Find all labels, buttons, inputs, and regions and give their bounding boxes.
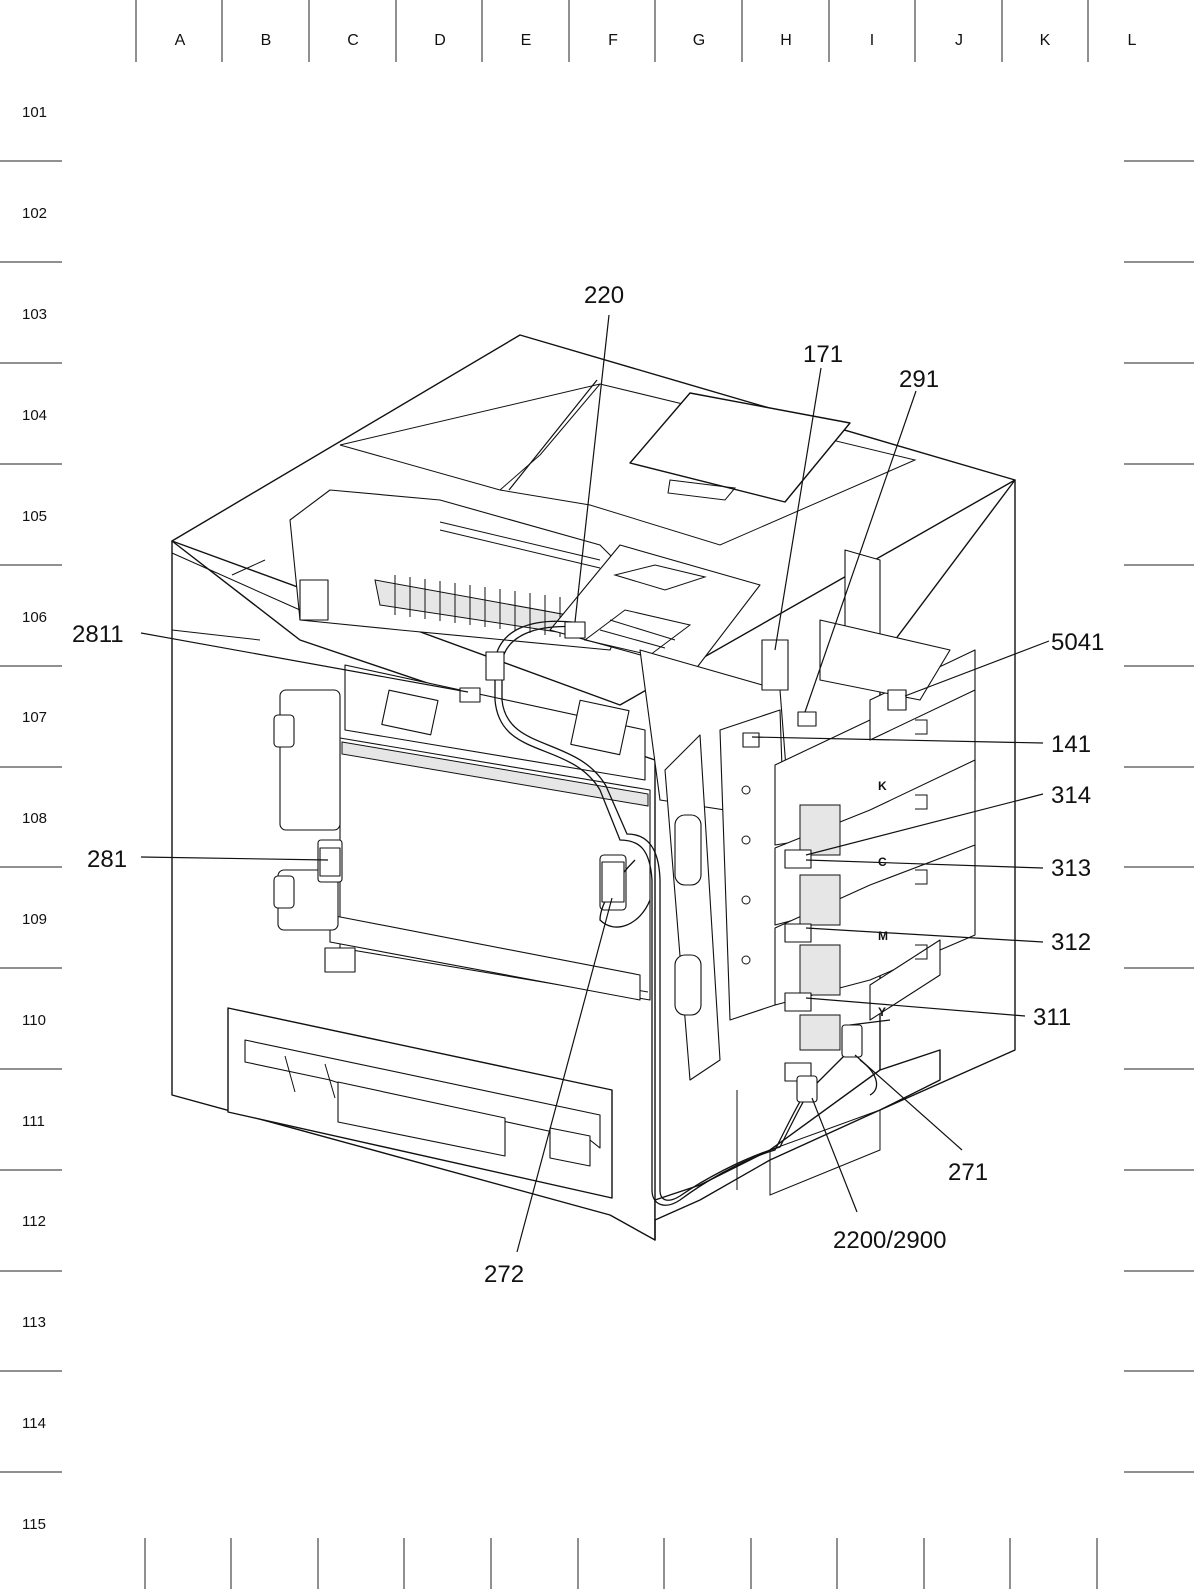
column-label-f: F	[608, 32, 618, 49]
callout-2811: 2811	[72, 621, 124, 648]
callout-281: 281	[87, 846, 127, 873]
callout-271: 271	[948, 1159, 988, 1186]
row-label-105: 105	[22, 508, 47, 525]
leader-lines	[140, 314, 1050, 1253]
part-220-connector	[564, 621, 586, 639]
column-label-j: J	[955, 32, 963, 49]
part-5041-sensor	[887, 689, 907, 711]
part-272-connector	[601, 861, 625, 903]
column-label-a: A	[175, 32, 186, 49]
row-label-112: 112	[22, 1213, 46, 1230]
column-label-h: H	[780, 32, 792, 49]
callout-272: 272	[484, 1261, 524, 1288]
column-label-d: D	[434, 32, 446, 49]
printer-illustration: K C M Y	[171, 334, 1016, 1241]
column-label-i: I	[870, 32, 874, 49]
row-label-114: 114	[22, 1415, 46, 1432]
row-label-110: 110	[22, 1012, 46, 1029]
callout-312: 312	[1051, 929, 1091, 956]
column-label-k: K	[1040, 32, 1051, 49]
callout-5041: 5041	[1051, 629, 1104, 656]
row-label-106: 106	[22, 609, 47, 626]
part-2811-connector	[459, 687, 481, 703]
row-label-111: 111	[22, 1113, 45, 1130]
column-label-c: C	[347, 32, 359, 49]
callout-labels: 220 171 291 5041 2811 141 314 313 281 31…	[72, 282, 1104, 1288]
row-label-108: 108	[22, 810, 47, 827]
row-label-104: 104	[22, 407, 47, 424]
column-label-e: E	[521, 32, 532, 49]
callout-141: 141	[1051, 731, 1091, 758]
row-label-103: 103	[22, 306, 47, 323]
callout-2200-2900: 2200/2900	[833, 1227, 946, 1254]
part-291-switch	[797, 711, 817, 727]
callout-311: 311	[1033, 1004, 1071, 1031]
row-label-102: 102	[22, 205, 47, 222]
row-label-107: 107	[22, 709, 47, 726]
callout-314: 314	[1051, 782, 1091, 809]
tray-mark-k: K	[878, 779, 887, 793]
tray-mark-m: M	[878, 929, 888, 943]
callout-313: 313	[1051, 855, 1091, 882]
part-281-switch	[319, 847, 341, 877]
row-label-115: 115	[22, 1516, 46, 1533]
row-label-101: 101	[22, 104, 47, 121]
callout-220: 220	[584, 282, 624, 309]
imaging-cartridges: K C M Y	[774, 649, 976, 1082]
column-label-b: B	[261, 32, 272, 49]
column-label-l: L	[1128, 32, 1137, 49]
row-label-113: 113	[22, 1314, 46, 1331]
callout-171: 171	[803, 341, 843, 368]
column-label-g: G	[693, 32, 705, 49]
row-label-109: 109	[22, 911, 47, 928]
tray-mark-y: Y	[878, 1005, 886, 1019]
part-141-sensor	[742, 732, 760, 748]
callout-291: 291	[899, 366, 939, 393]
